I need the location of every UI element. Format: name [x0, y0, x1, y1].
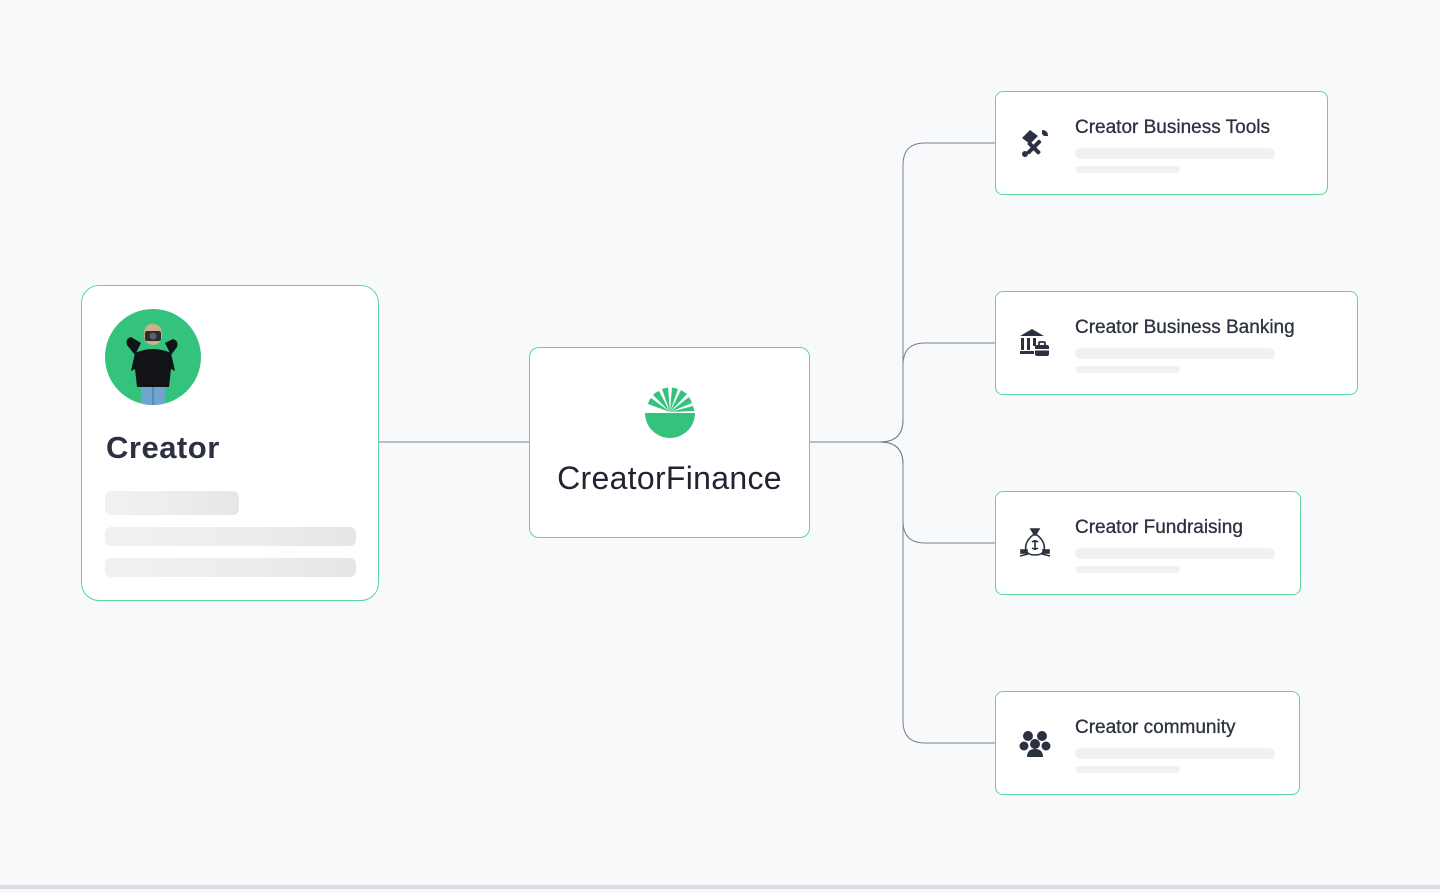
service-label: Creator community — [1075, 717, 1236, 738]
service-label: Creator Fundraising — [1075, 517, 1243, 538]
money-bag-icon — [1019, 528, 1051, 557]
skeleton-line — [105, 558, 356, 577]
community-icon — [1019, 731, 1051, 757]
skeleton-line — [1075, 566, 1180, 573]
creatorfinance-hub: CreatorFinance — [529, 347, 810, 538]
skeleton-line — [105, 527, 356, 546]
creator-title: Creator — [106, 430, 220, 465]
creatorfinance-logo-icon — [645, 387, 695, 438]
skeleton-line — [1075, 148, 1275, 159]
service-label: Creator Business Banking — [1075, 317, 1295, 338]
skeleton-line — [105, 491, 239, 515]
skeleton-line — [1075, 766, 1180, 773]
skeleton-line — [1075, 366, 1180, 373]
creator-card: Creator — [81, 285, 379, 601]
bank-icon — [1020, 329, 1049, 356]
skeleton-line — [1075, 548, 1275, 559]
tools-icon — [1022, 130, 1048, 157]
skeleton-line — [1075, 166, 1180, 173]
skeleton-line — [1075, 348, 1275, 359]
service-card-community[interactable]: Creator community — [995, 691, 1300, 795]
service-label: Creator Business Tools — [1075, 117, 1271, 138]
service-card-business-banking[interactable]: Creator Business Banking — [995, 291, 1358, 395]
service-card-fundraising[interactable]: Creator Fundraising — [995, 491, 1301, 595]
bottom-divider — [0, 885, 1440, 889]
skeleton-line — [1075, 748, 1275, 759]
service-card-business-tools[interactable]: Creator Business Tools — [995, 91, 1328, 195]
creator-avatar — [105, 309, 201, 405]
hub-title: CreatorFinance — [557, 460, 782, 496]
